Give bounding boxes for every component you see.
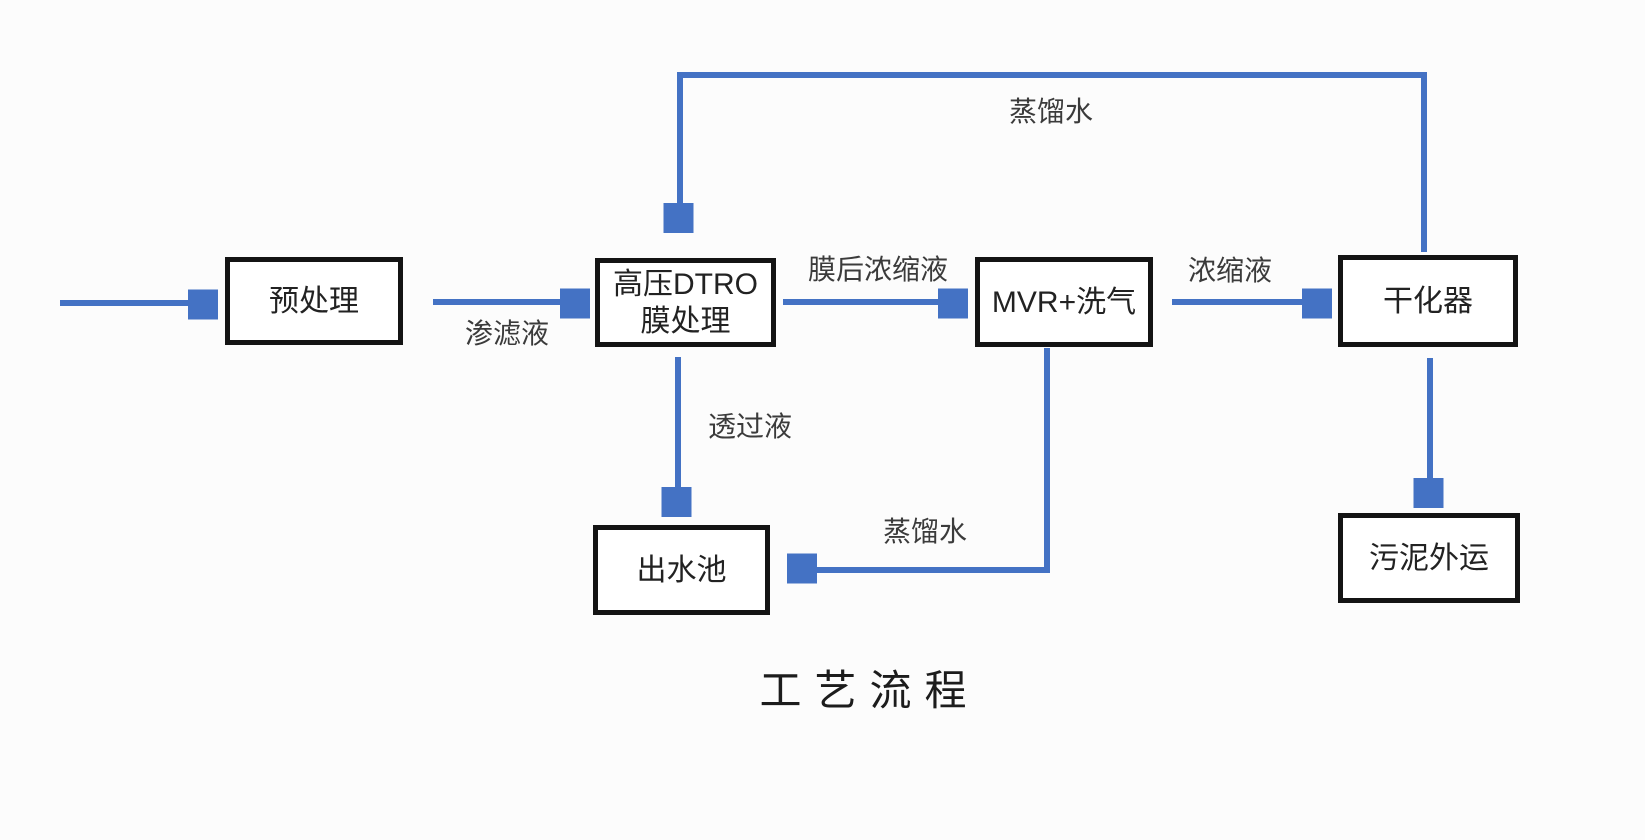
edge-mvr-to-effluent-arrow <box>792 348 1050 570</box>
flow-label-post-membrane-concentrate: 膜后浓缩液 <box>807 254 948 285</box>
flow-label-distilled-water-mvr: 蒸馏水 <box>882 516 967 547</box>
node-mvr-scrubber: MVR+洗气 <box>975 257 1153 347</box>
node-dtro-membrane: 高压DTRO 膜处理 <box>595 258 776 347</box>
flow-label-distilled-water-recycle: 蒸馏水 <box>1008 96 1093 127</box>
node-sludge-out: 污泥外运 <box>1338 513 1520 603</box>
flow-label-concentrate: 浓缩液 <box>1187 255 1272 286</box>
flow-label-leachate: 渗滤液 <box>464 318 549 349</box>
flow-label-permeate: 透过液 <box>707 411 792 442</box>
node-effluent-pool: 出水池 <box>593 525 770 615</box>
diagram-title: 工艺流程 <box>759 669 980 715</box>
edge-dryer-to-dtro-recycle-arrow <box>680 72 1427 252</box>
node-pretreatment: 预处理 <box>225 257 403 345</box>
node-dryer: 干化器 <box>1338 255 1518 347</box>
